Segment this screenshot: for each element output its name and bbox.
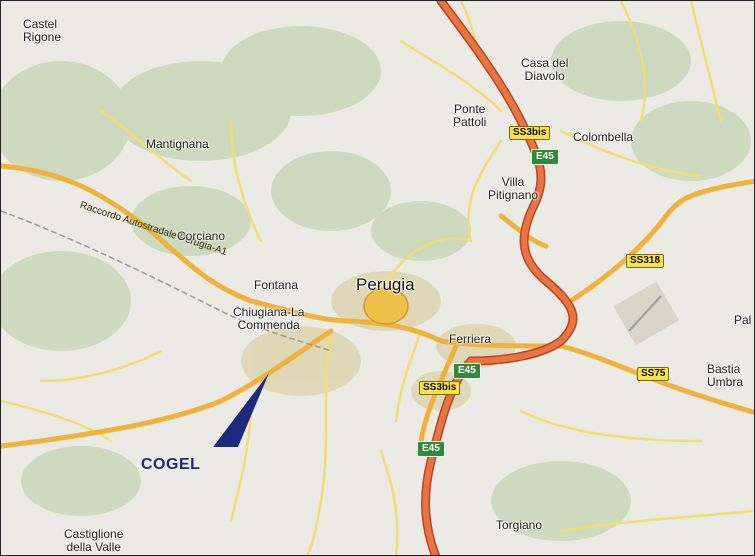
airport bbox=[613, 281, 680, 346]
e45-shield: E45 bbox=[531, 149, 559, 165]
location-pointer-icon bbox=[213, 373, 269, 447]
place-label-fontana: Fontana bbox=[254, 278, 299, 292]
perugia-center bbox=[363, 287, 409, 325]
ss3bis-shield: SS3bis bbox=[419, 381, 461, 395]
e45-shield: E45 bbox=[453, 363, 481, 379]
ss75-shield: SS75 bbox=[637, 367, 670, 381]
place-label-perugia: Perugia bbox=[356, 275, 415, 294]
place-label-torgiano: Torgiano bbox=[496, 518, 543, 532]
ss318-shield: SS318 bbox=[626, 254, 665, 268]
e45-shield: E45 bbox=[417, 441, 445, 457]
place-label-corciano: Corciano bbox=[177, 229, 226, 243]
railway bbox=[1, 210, 332, 352]
place-label-pal: Pal bbox=[734, 313, 752, 327]
place-label-colombella: Colombella bbox=[573, 130, 634, 144]
cogel-logo: COGEL bbox=[141, 456, 201, 473]
place-label-mantignana: Mantignana bbox=[146, 137, 209, 151]
place-label-ferriera: Ferriera bbox=[449, 332, 492, 346]
ss3bis-shield: SS3bis bbox=[509, 126, 551, 140]
